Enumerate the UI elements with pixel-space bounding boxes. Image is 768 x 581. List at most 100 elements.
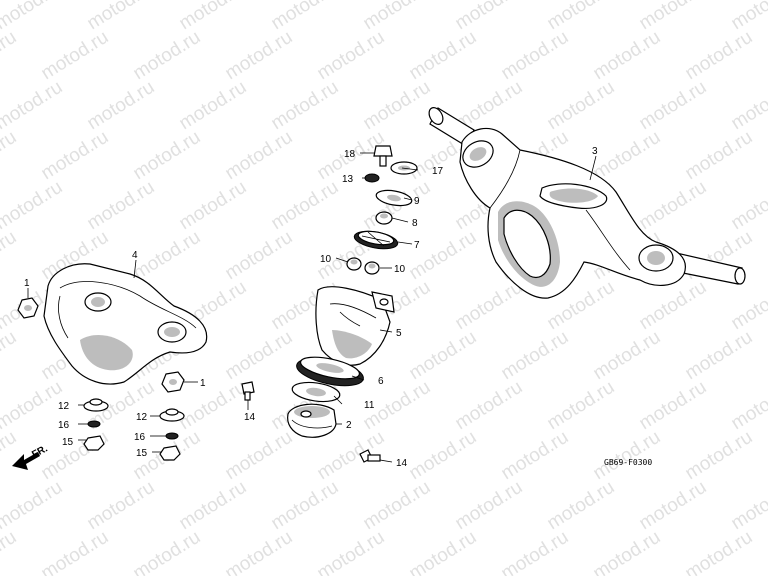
- watermark-text: motod.ru: [130, 527, 205, 576]
- callout-9: 9: [414, 196, 420, 207]
- watermark-text: motod.ru: [176, 77, 251, 135]
- watermark-text: motod.ru: [84, 0, 159, 34]
- watermark-text: motod.ru: [0, 477, 66, 535]
- watermark-text: motod.ru: [360, 77, 435, 135]
- watermark-text: motod.ru: [0, 77, 66, 135]
- watermark-text: motod.ru: [176, 377, 251, 435]
- watermark-text: motod.ru: [360, 0, 435, 34]
- watermark-text: motod.ru: [406, 427, 481, 485]
- watermark-text: motod.ru: [84, 477, 159, 535]
- callout-15: 15: [62, 437, 74, 448]
- watermark-text: motod.ru: [452, 377, 527, 435]
- callout-3: 3: [592, 146, 598, 157]
- watermark-text: motod.ru: [38, 527, 113, 576]
- watermark-text: motod.ru: [268, 0, 343, 34]
- part-8-collar: [375, 211, 393, 225]
- watermark-text: motod.ru: [682, 27, 757, 85]
- watermark-text: motod.ru: [268, 77, 343, 135]
- watermark-text: motod.ru: [38, 27, 113, 85]
- part-1-nuts: [17, 297, 185, 393]
- watermark-text: motod.ru: [268, 177, 343, 235]
- watermark-text: motod.ru: [636, 177, 711, 235]
- watermark-text: motod.ru: [728, 77, 768, 135]
- watermark-text: motod.ru: [590, 27, 665, 85]
- watermark-text: motod.ru: [682, 527, 757, 576]
- watermark-text: motod.ru: [728, 0, 768, 34]
- watermark-text: motod.ru: [0, 427, 20, 485]
- watermark-text: motod.ru: [544, 77, 619, 135]
- watermark-text: motod.ru: [406, 227, 481, 285]
- callout-16: 16: [58, 420, 70, 431]
- watermark-text: motod.ru: [498, 527, 573, 576]
- watermark-text: motod.ru: [222, 27, 297, 85]
- callout-10: 10: [394, 264, 406, 275]
- watermark-text: motod.ru: [728, 477, 768, 535]
- part-5-bracket: [315, 286, 395, 366]
- watermark-text: motod.ru: [590, 427, 665, 485]
- watermark-text: motod.ru: [222, 527, 297, 576]
- callout-14: 14: [244, 412, 256, 423]
- watermark-text: motod.ru: [498, 427, 573, 485]
- callout-6: 6: [378, 376, 384, 387]
- watermark-text: motod.ru: [636, 377, 711, 435]
- callout-11: 11: [364, 400, 375, 411]
- watermark-text: motod.ru: [728, 177, 768, 235]
- watermark-text: motod.ru: [682, 327, 757, 385]
- watermark-text: motod.ru: [406, 527, 481, 576]
- watermark-text: motod.ru: [544, 477, 619, 535]
- watermark-text: motod.ru: [544, 0, 619, 34]
- watermark-text: motod.ru: [0, 327, 20, 385]
- callout-18: 18: [344, 149, 356, 160]
- watermark-text: motod.ru: [682, 427, 757, 485]
- watermark-text: motod.ru: [176, 477, 251, 535]
- part-2-mount: [287, 403, 337, 438]
- part-11-washer: [291, 381, 341, 403]
- callout-12: 12: [58, 401, 70, 412]
- watermark-text: motod.ru: [498, 27, 573, 85]
- part-7-collar-plate: [353, 230, 399, 250]
- watermark-text: motod.ru: [0, 127, 20, 185]
- watermark-text: motod.ru: [222, 227, 297, 285]
- watermark-text: motod.ru: [176, 177, 251, 235]
- watermark-text: motod.ru: [268, 477, 343, 535]
- callout-12: 12: [136, 412, 148, 423]
- watermark-text: motod.ru: [130, 27, 205, 85]
- watermark-text: motod.ru: [360, 477, 435, 535]
- callout-17: 17: [432, 166, 444, 177]
- watermark-text: motod.ru: [38, 427, 113, 485]
- watermark-text: motod.ru: [682, 127, 757, 185]
- callout-4: 4: [132, 250, 138, 261]
- watermark-text: motod.ru: [314, 527, 389, 576]
- watermark-text: motod.ru: [590, 527, 665, 576]
- watermark-text: motod.ru: [544, 377, 619, 435]
- watermark-text: motod.ru: [0, 527, 20, 576]
- callout-1: 1: [200, 378, 206, 389]
- watermark-text: motod.ru: [314, 27, 389, 85]
- watermark-text: motod.ru: [0, 27, 20, 85]
- watermark-text: motod.ru: [452, 0, 527, 34]
- watermark-text: motod.ru: [636, 277, 711, 335]
- watermark-text: motod.ru: [176, 0, 251, 34]
- watermark-text: motod.ru: [728, 277, 768, 335]
- watermark-text: motod.ru: [728, 377, 768, 435]
- part-4-cover: [43, 263, 208, 385]
- watermark-text: motod.ru: [130, 127, 205, 185]
- watermark-text: motod.ru: [84, 77, 159, 135]
- part-14-bolts: [241, 381, 381, 463]
- watermark-text: motod.ru: [636, 0, 711, 34]
- callout-7: 7: [414, 240, 420, 251]
- watermark-text: motod.ru: [38, 127, 113, 185]
- watermark-text: motod.ru: [590, 327, 665, 385]
- watermark-text: motod.ru: [84, 177, 159, 235]
- callout-13: 13: [342, 174, 354, 185]
- callout-1: 1: [24, 278, 30, 289]
- watermark-text: motod.ru: [452, 477, 527, 535]
- callout-2: 2: [346, 420, 352, 431]
- watermark-text: motod.ru: [130, 227, 205, 285]
- watermark-text: motod.ru: [636, 77, 711, 135]
- leader-lines: [27, 152, 597, 463]
- watermark-text: motod.ru: [590, 127, 665, 185]
- part-13-spring-washer: [364, 173, 380, 183]
- watermark-text: motod.ru: [222, 127, 297, 185]
